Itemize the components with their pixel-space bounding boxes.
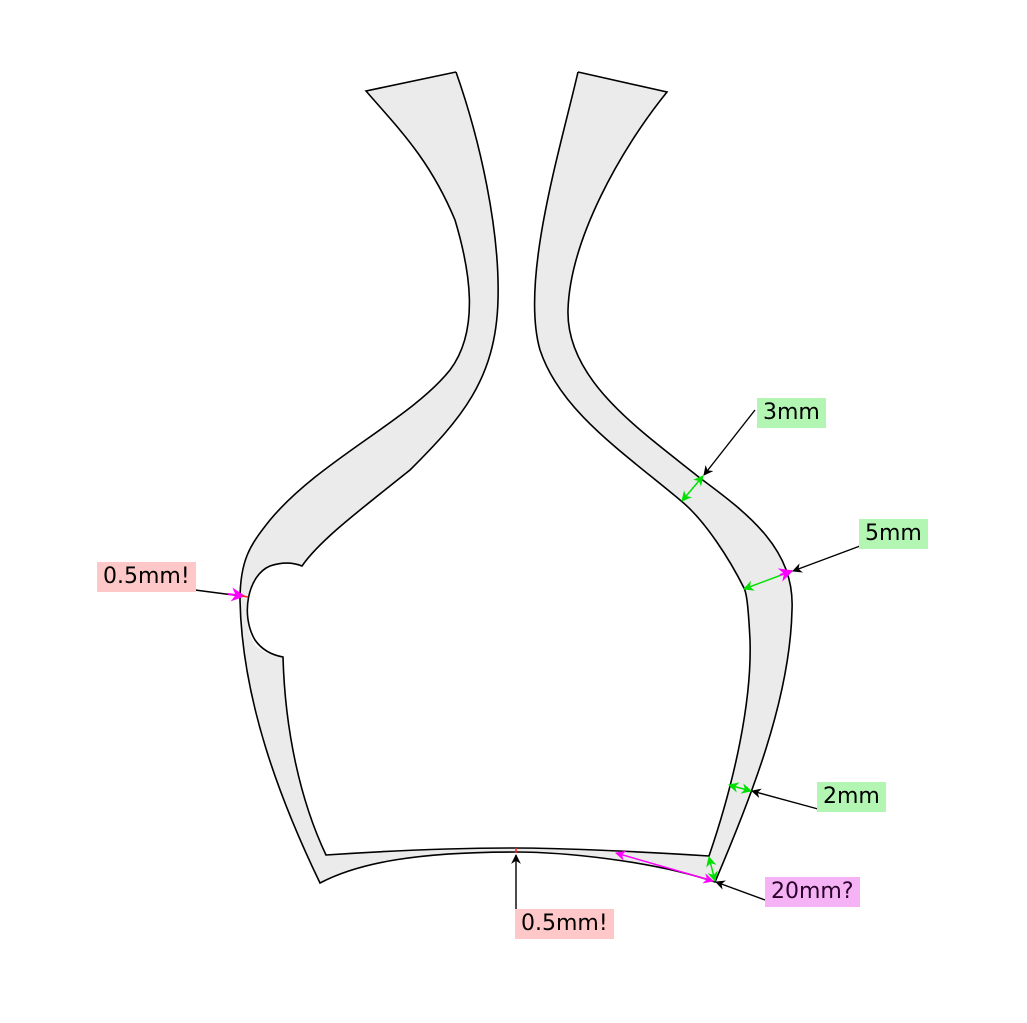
label-2mm: 2mm <box>817 782 886 812</box>
outline-strokes <box>239 71 793 885</box>
label-0-5mm-base: 0.5mm! <box>515 909 614 939</box>
dim-20mm-arrow <box>614 850 715 884</box>
left-wall-shape <box>240 72 793 883</box>
dim-5mm-tip <box>777 568 794 582</box>
warn-mark-notch <box>241 595 249 598</box>
dim-0-5mm-notch-tip <box>227 587 246 602</box>
label-5mm: 5mm <box>859 519 928 549</box>
leader-3mm <box>703 409 756 476</box>
label-0-5mm-notch: 0.5mm! <box>97 562 196 592</box>
dim-3mm-arrow <box>681 475 704 502</box>
label-20mm: 20mm? <box>765 877 860 907</box>
dim-corner-green <box>706 855 718 883</box>
dim-2mm-arrow <box>727 782 753 794</box>
leader-20mm <box>715 880 766 901</box>
label-3mm: 3mm <box>757 398 826 428</box>
leader-2mm <box>751 788 819 810</box>
leader-5mm <box>792 545 861 573</box>
